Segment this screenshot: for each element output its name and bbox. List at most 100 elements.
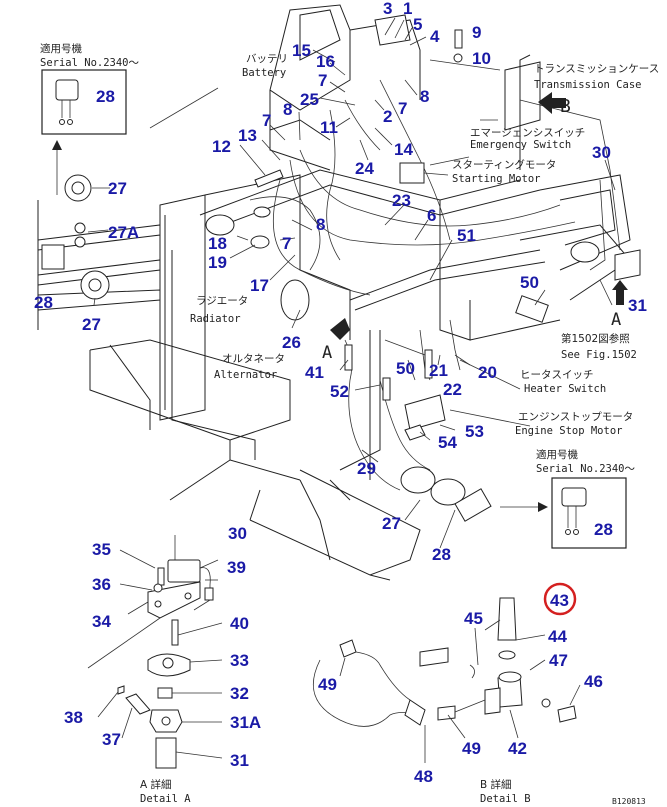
serial-label-en-right: Serial No.2340～ <box>536 463 636 475</box>
callout-28: 28 <box>96 87 115 106</box>
callout-27a: 27A <box>108 223 139 242</box>
callout-30: 30 <box>592 143 611 162</box>
callout-44: 44 <box>548 627 567 646</box>
callout-40: 40 <box>230 614 249 633</box>
heater-label-en: Heater Switch <box>524 383 606 395</box>
callout-8: 8 <box>420 87 429 106</box>
callout-17: 17 <box>250 276 269 295</box>
starting-label-en: Starting Motor <box>452 173 541 185</box>
figure-code: B120813 <box>612 797 646 806</box>
callout-50: 50 <box>396 359 415 378</box>
callout-53: 53 <box>465 422 484 441</box>
engine-stop-label-en: Engine Stop Motor <box>515 425 622 437</box>
inset-serial-right <box>551 477 627 549</box>
callout-49: 49 <box>462 739 481 758</box>
callout-23: 23 <box>392 191 411 210</box>
callout-54: 54 <box>438 433 457 452</box>
callout-50: 50 <box>520 273 539 292</box>
callout-18: 18 <box>208 234 227 253</box>
transmission-label-en: Transmission Case <box>534 79 641 91</box>
callout-15: 15 <box>292 41 311 60</box>
callout-48: 48 <box>414 767 433 786</box>
emergency-label-jp: エマージェンシスイッチ <box>470 127 585 139</box>
frame-outline <box>37 4 641 581</box>
callout-16: 16 <box>316 52 335 71</box>
see-fig-label-jp: 第1502図参照 <box>561 332 630 345</box>
callout-7: 7 <box>398 99 407 118</box>
callout-37: 37 <box>102 730 121 749</box>
callout-9: 9 <box>472 23 481 42</box>
callout-26: 26 <box>282 333 301 352</box>
detail-b-en: Detail B <box>480 793 531 805</box>
radiator-label-en: Radiator <box>190 313 241 325</box>
callout-8: 8 <box>316 215 325 234</box>
callout-49: 49 <box>318 675 337 694</box>
callout-13: 13 <box>238 126 257 145</box>
callout-27: 27 <box>108 179 127 198</box>
callout-30: 30 <box>228 524 247 543</box>
callout-25: 25 <box>300 90 319 109</box>
callout-24: 24 <box>355 159 374 178</box>
callout-34: 34 <box>92 612 111 631</box>
leader-lines <box>87 17 616 549</box>
callout-31: 31 <box>628 296 647 315</box>
detail-a-jp: A 詳細 <box>140 778 172 791</box>
detail-a <box>87 535 223 769</box>
callout-8: 8 <box>283 100 292 119</box>
callout-31: 31 <box>230 751 249 770</box>
callout-28: 28 <box>34 293 53 312</box>
callout-27: 27 <box>82 315 101 334</box>
callout-36: 36 <box>92 575 111 594</box>
callout-22: 22 <box>443 380 462 399</box>
detail-a-en: Detail A <box>140 793 191 805</box>
detail-b <box>312 597 581 763</box>
callout-33: 33 <box>230 651 249 670</box>
alternator-label-jp: オルタネータ <box>222 353 285 365</box>
callout-7: 7 <box>282 234 291 253</box>
callout-6: 6 <box>427 206 436 225</box>
callout-51: 51 <box>457 226 476 245</box>
see-fig-label-en: See Fig.1502 <box>561 349 637 361</box>
text-labels: 適用号機 Serial No.2340～ バッテリ Battery トランスミッ… <box>40 42 659 806</box>
callout-7: 7 <box>318 71 327 90</box>
callout-28: 28 <box>432 545 451 564</box>
callout-11: 11 <box>320 118 338 137</box>
direction-arrows <box>52 87 628 512</box>
alternator-label-en: Alternator <box>214 369 277 381</box>
emergency-label-en: Emergency Switch <box>470 139 571 151</box>
heater-label-jp: ヒータスイッチ <box>520 369 594 381</box>
callout-19: 19 <box>208 253 227 272</box>
arrow-a-icon <box>330 318 350 340</box>
callout-27: 27 <box>382 514 401 533</box>
callout-35: 35 <box>92 540 111 559</box>
callout-43: 43 <box>550 591 569 610</box>
callout-42: 42 <box>508 739 527 758</box>
highlight-ring <box>543 582 577 616</box>
letter-a-right: A <box>611 310 621 330</box>
callout-2: 2 <box>383 107 392 126</box>
battery-label-jp: バッテリ <box>246 53 288 65</box>
callout-21: 21 <box>429 361 448 380</box>
callout-numbers: 3 1 5 4 9 10 15 16 7 25 7 8 2 11 14 24 7… <box>34 0 647 786</box>
callout-10: 10 <box>472 49 491 68</box>
serial-label-jp: 適用号機 <box>40 42 82 55</box>
callout-46: 46 <box>584 672 603 691</box>
callout-28: 28 <box>594 520 613 539</box>
letter-b: B <box>560 96 571 117</box>
callout-52: 52 <box>330 382 349 401</box>
engine-stop-label-jp: エンジンストップモータ <box>518 411 633 423</box>
callout-41: 41 <box>305 363 324 382</box>
callout-45: 45 <box>464 609 483 628</box>
callout-7: 7 <box>262 111 271 130</box>
serial-label-en: Serial No.2340～ <box>40 57 140 69</box>
serial-label-jp-right: 適用号機 <box>536 448 578 461</box>
battery-label-en: Battery <box>242 67 286 79</box>
starting-label-jp: スターティングモータ <box>452 158 556 171</box>
callout-12: 12 <box>212 137 231 156</box>
callout-31a: 31A <box>230 713 261 732</box>
detail-b-jp: B 詳細 <box>480 778 512 791</box>
callout-20: 20 <box>478 363 497 382</box>
callout-5: 5 <box>413 15 422 34</box>
callout-29: 29 <box>357 459 376 478</box>
